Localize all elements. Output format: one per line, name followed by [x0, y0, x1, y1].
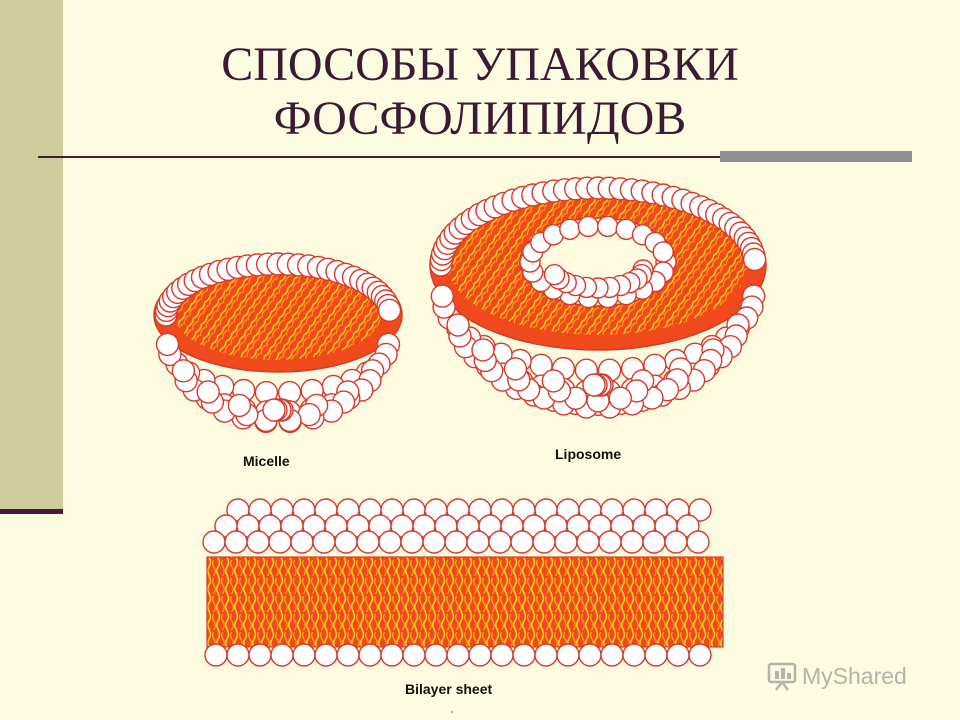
headgroup-circle: [171, 359, 196, 383]
headgroup-circle: [532, 530, 556, 554]
headgroup-circle: [446, 313, 470, 337]
headgroup-circle: [686, 530, 710, 554]
headgroup-circle: [227, 393, 252, 418]
title-underline: [38, 156, 720, 158]
title-line-2: ФОСФОЛИПИДОВ: [273, 92, 687, 145]
headgroup-circle: [597, 215, 619, 238]
headgroup-circle: [430, 284, 454, 308]
headgroup-circle: [226, 643, 250, 667]
headgroup-circle: [488, 530, 512, 554]
myshared-watermark: MyShared: [767, 662, 907, 691]
bilayer-headgroups: [202, 498, 712, 667]
headgroup-circle: [742, 247, 767, 272]
headgroup-circle: [512, 643, 536, 667]
micelle-label: Micelle: [243, 453, 290, 469]
headgroup-circle: [380, 643, 404, 667]
headgroup-circle: [608, 386, 632, 410]
headgroup-circle: [644, 643, 668, 667]
title-line-1: СПОСОБЫ УПАКОВКИ: [221, 38, 739, 91]
headgroup-circle: [356, 530, 380, 554]
headgroup-circle: [270, 643, 294, 667]
headgroup-circle: [297, 402, 321, 427]
headgroup-circle: [290, 530, 314, 554]
headgroup-circle: [688, 643, 712, 667]
headgroup-circle: [400, 530, 424, 554]
headgroup-circle: [246, 530, 270, 554]
headgroup-circle: [202, 530, 226, 554]
headgroup-circle: [600, 643, 624, 667]
micelle-headgroups: [154, 252, 402, 434]
headgroup-circle: [576, 530, 600, 554]
headgroup-circle: [336, 643, 360, 667]
slide-title: СПОСОБЫ УПАКОВКИ ФОСФОЛИПИДОВ: [120, 38, 840, 146]
headgroup-circle: [598, 530, 622, 554]
headgroup-circle: [622, 643, 646, 667]
headgroup-circle: [554, 530, 578, 554]
headgroup-circle: [642, 530, 666, 554]
headgroup-circle: [444, 530, 468, 554]
liposome-headgroups: [429, 176, 767, 419]
headgroup-circle: [248, 643, 272, 667]
headgroup-circle: [556, 643, 580, 667]
speck-mark: [451, 711, 453, 713]
headgroup-circle: [503, 357, 528, 381]
bilayer-figure: [202, 498, 724, 667]
headgroup-circle: [424, 643, 448, 667]
headgroup-circle: [578, 643, 602, 667]
headgroup-circle: [490, 643, 514, 667]
headgroup-circle: [652, 241, 674, 263]
headgroup-circle: [312, 530, 336, 554]
liposome-label: Liposome: [555, 446, 621, 462]
liposome-figure: [429, 176, 767, 419]
headgroup-circle: [196, 380, 220, 404]
headgroup-circle: [377, 298, 402, 322]
headgroup-circle: [543, 264, 566, 286]
headgroup-circle: [155, 332, 180, 357]
headgroup-circle: [402, 643, 426, 667]
headgroup-circle: [358, 643, 382, 667]
headgroup-circle: [688, 498, 712, 522]
headgroup-circle: [314, 643, 338, 667]
headgroup-circle: [582, 373, 606, 397]
headgroup-circle: [466, 530, 490, 554]
headgroup-circle: [422, 530, 446, 554]
headgroup-circle: [559, 218, 581, 241]
headgroup-circle: [664, 530, 688, 554]
headgroup-circle: [446, 643, 470, 667]
headgroup-circle: [378, 530, 402, 554]
headgroup-circle: [292, 643, 316, 667]
headgroup-circle: [334, 530, 358, 554]
headgroup-circle: [268, 530, 292, 554]
watermark-text: MyShared: [802, 663, 907, 689]
sidebar-rule: [0, 509, 63, 514]
headgroup-circle: [510, 530, 534, 554]
headgroup-circle: [224, 530, 248, 554]
micelle-tail-core: [175, 270, 381, 360]
headgroup-circle: [262, 398, 286, 422]
headgroup-circle: [471, 338, 495, 362]
liposome-inner-headgroups: [519, 215, 677, 309]
presentation-icon: [767, 662, 797, 691]
headgroup-circle: [620, 530, 644, 554]
title-accent-bar: [720, 151, 912, 162]
headgroup-circle: [541, 369, 566, 393]
headgroup-circle: [204, 643, 228, 667]
micelle-figure: [153, 252, 403, 434]
bilayer-label: Bilayer sheet: [405, 681, 492, 697]
headgroup-circle: [534, 643, 558, 667]
bilayer-tail-region: [206, 556, 724, 648]
sidebar-decoration: [0, 0, 63, 512]
headgroup-circle: [577, 215, 599, 238]
headgroup-circle: [666, 643, 690, 667]
headgroup-circle: [468, 643, 492, 667]
